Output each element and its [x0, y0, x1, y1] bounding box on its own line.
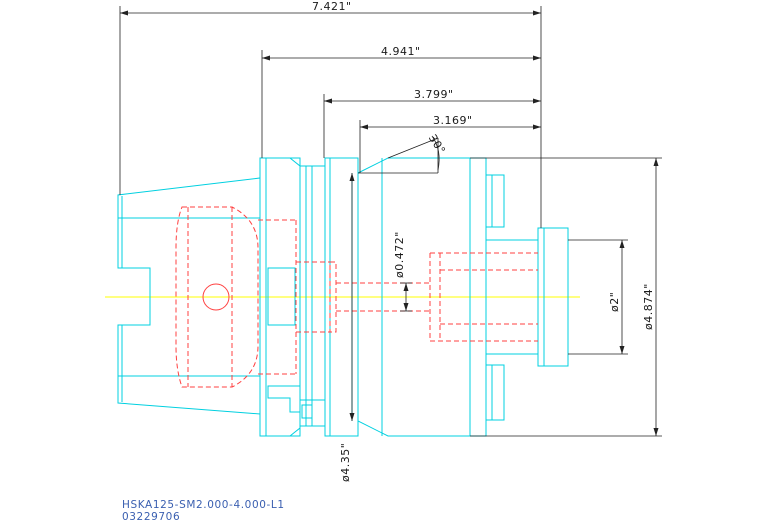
hidden-lines [175, 206, 538, 388]
dim-bore-diameter: ø0.472" [393, 231, 406, 278]
dimension-lines [119, 6, 662, 437]
dim-pilot-diameter: ø2" [608, 292, 621, 312]
dim-overall-length: 7.421" [312, 0, 352, 13]
dim-length-from-collar: 3.799" [414, 88, 454, 101]
item-number-label: 03229706 [122, 511, 181, 523]
dim-length-from-flange: 4.941" [381, 45, 421, 58]
dim-shank-diameter: ø4.35" [339, 443, 352, 482]
dim-body-diameter: ø4.874" [642, 283, 655, 330]
dim-body-length: 3.169" [433, 114, 473, 127]
part-number-label: HSKA125-SM2.000-4.000-L1 [122, 499, 285, 511]
dimension-arrows [120, 10, 659, 436]
dim-chamfer-angle: 30° [426, 132, 448, 157]
cross-hole [202, 283, 230, 311]
